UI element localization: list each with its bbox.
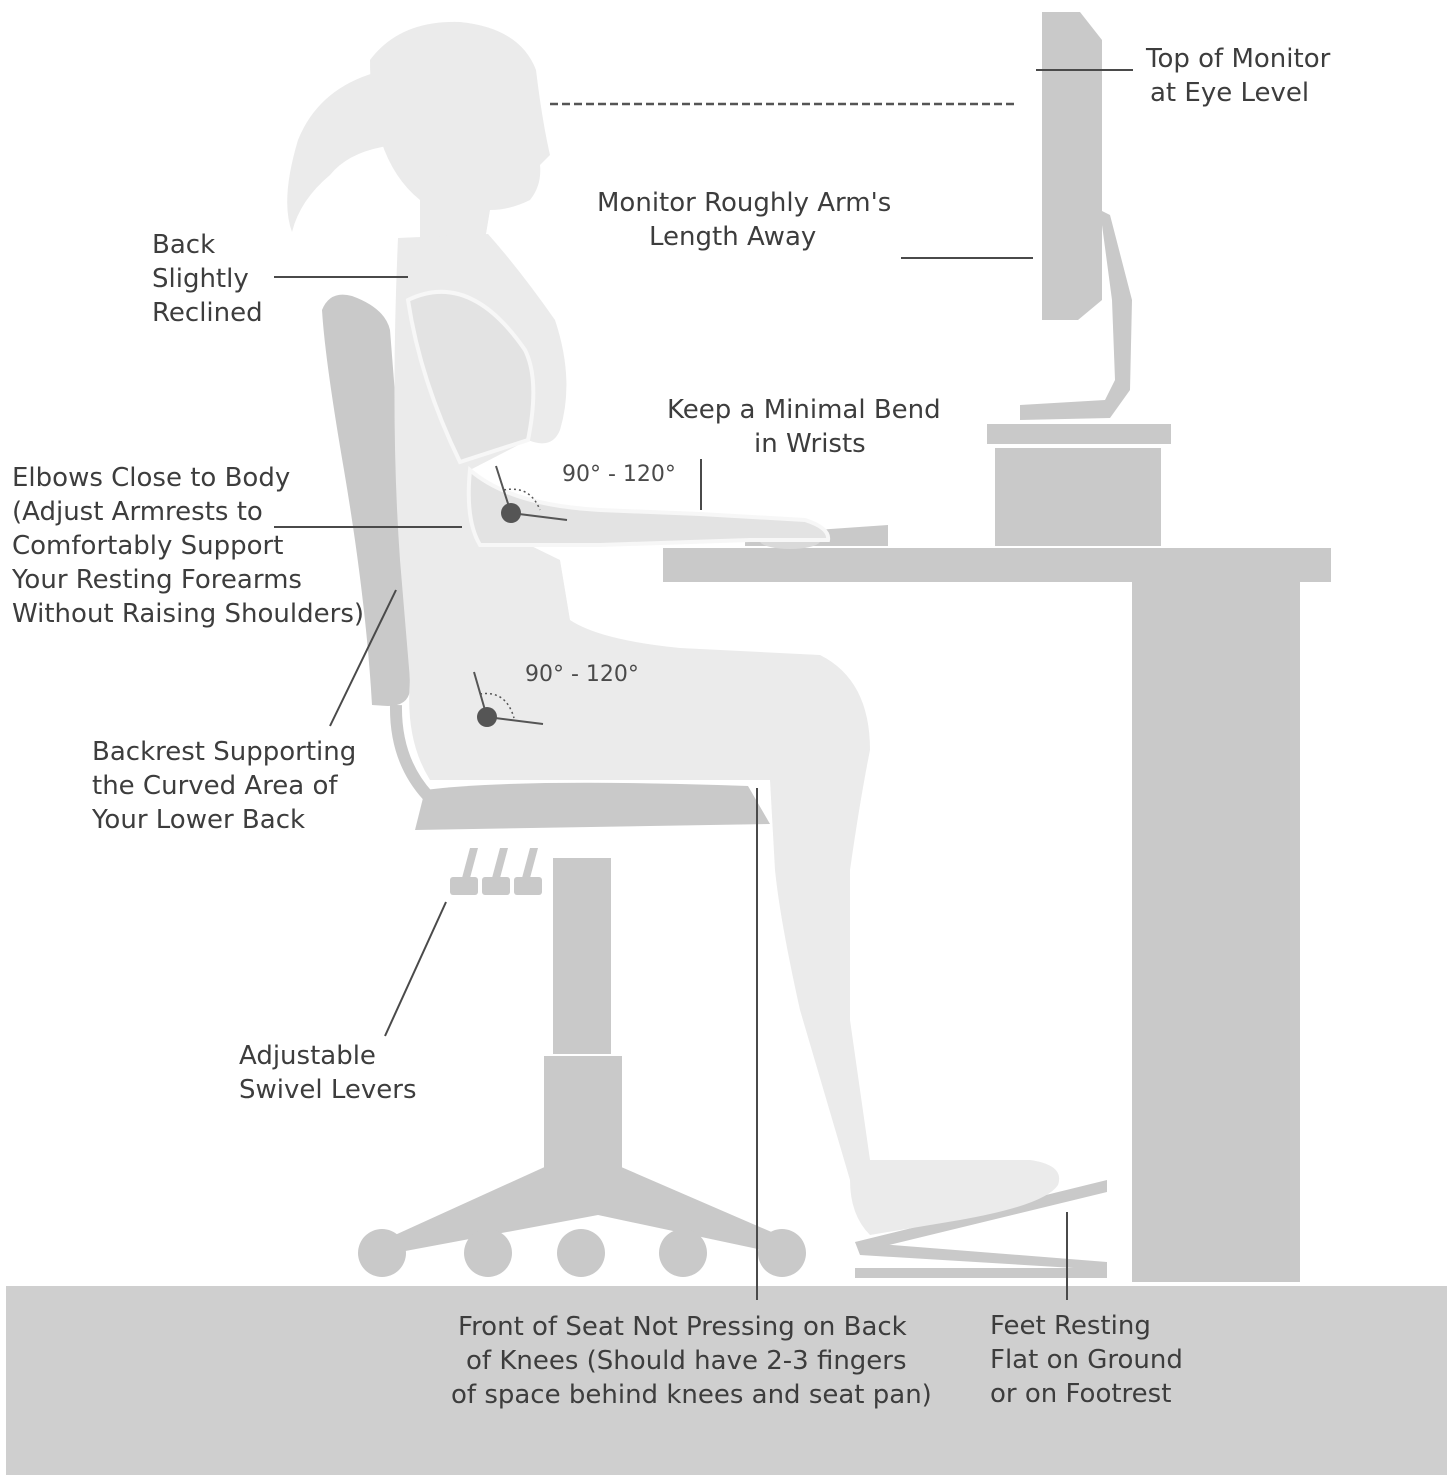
monitor [987, 12, 1171, 546]
label-backrest: Backrest Supporting the Curved Area of Y… [91, 737, 365, 835]
label-arm-length: Monitor Roughly Arm's Length Away [597, 188, 900, 252]
swivel-levers [450, 848, 542, 895]
chair-base [358, 858, 806, 1277]
label-elbow-angle: 90° - 120° [562, 462, 676, 487]
label-monitor-top: Top of Monitor at Eye Level [1145, 44, 1339, 108]
chair-seat [415, 783, 770, 830]
label-hip-angle: 90° - 120° [525, 662, 639, 687]
label-elbows: Elbows Close to Body (Adjust Armrests to… [11, 463, 364, 629]
label-swivel: Adjustable Swivel Levers [239, 1041, 417, 1105]
label-seat-front: Front of Seat Not Pressing on Back of Kn… [451, 1312, 932, 1410]
label-wrists: Keep a Minimal Bend in Wrists [667, 395, 949, 459]
label-back-reclined: Back Slightly Reclined [152, 230, 263, 328]
